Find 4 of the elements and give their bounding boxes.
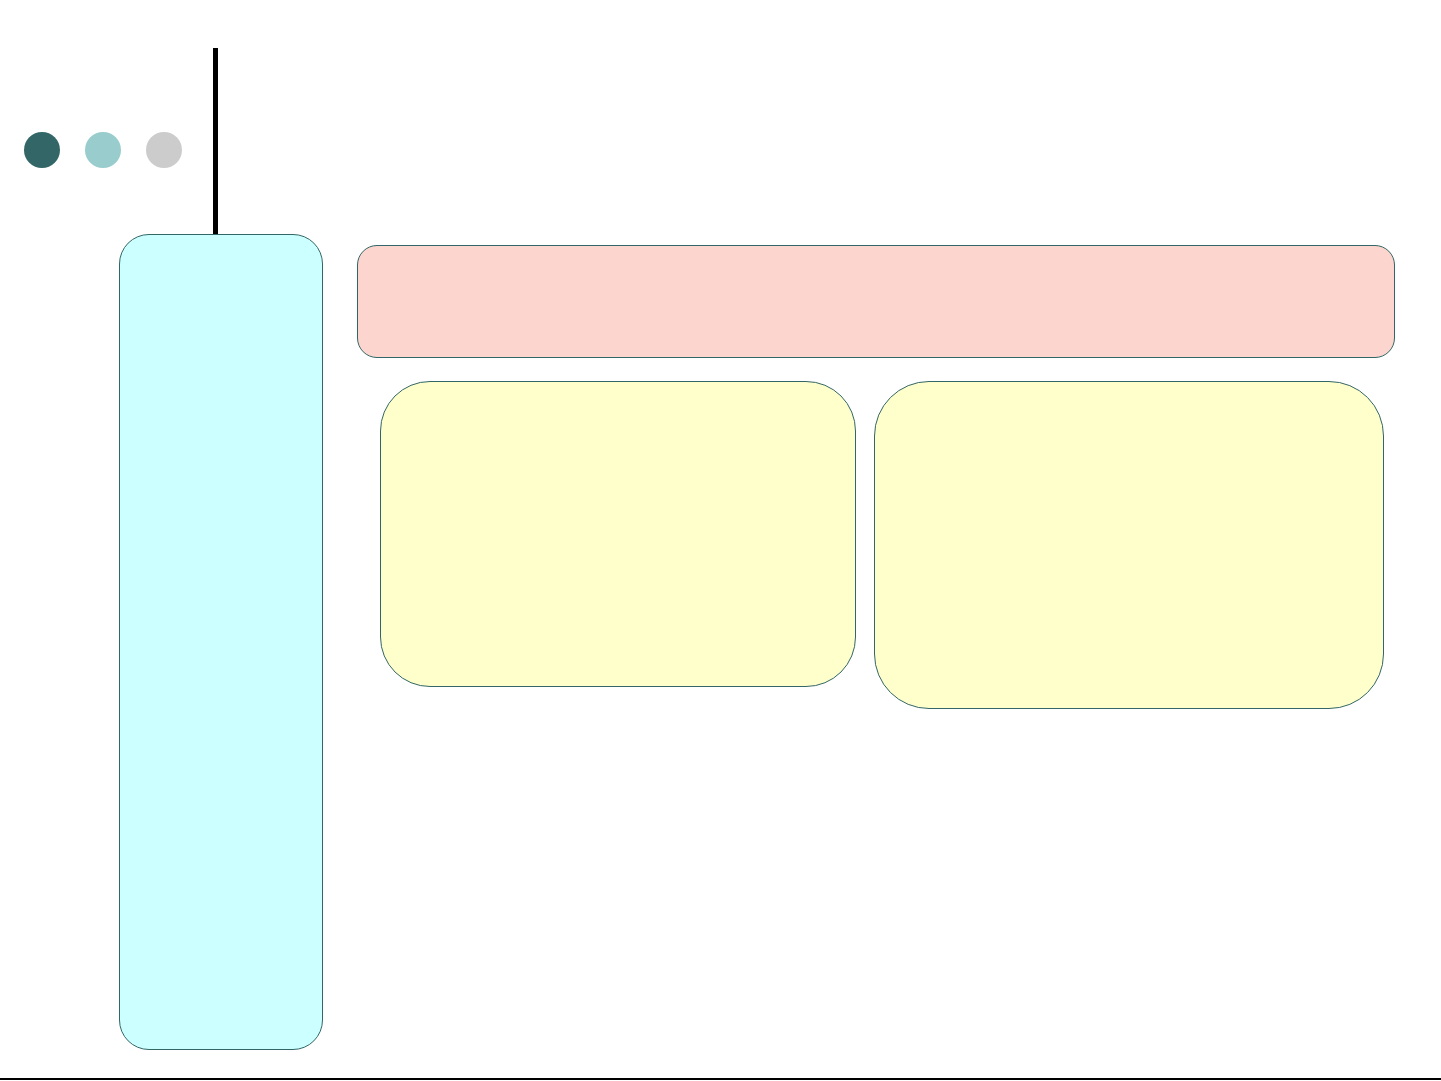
sidebar-panel [119,234,323,1050]
banner-panel [357,245,1395,358]
content-panel [874,381,1384,709]
content-panel [380,381,856,687]
